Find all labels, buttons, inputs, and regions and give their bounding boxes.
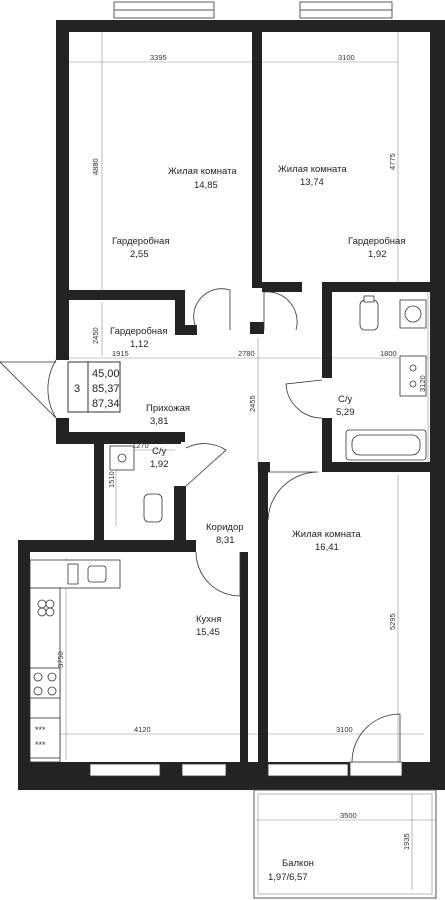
dim-1800: 1800 (380, 349, 397, 358)
windows (89, 1, 403, 777)
dim-4880: 4880 (91, 158, 100, 175)
dim-1510: 1510 (107, 471, 116, 488)
room-area-living2: 13,74 (300, 177, 324, 188)
room-name-wardrobe3: Гардеробная (110, 326, 167, 337)
bathtub-icon (345, 429, 427, 461)
room-area-wardrobe2: 1,92 (368, 249, 387, 260)
small-sink-icon (109, 445, 135, 471)
room-area-kitchen: 15,45 (196, 627, 220, 638)
svg-text:***: *** (35, 725, 46, 735)
dim-3500: 3500 (340, 811, 357, 820)
window-5 (267, 763, 349, 777)
room-name-wardrobe2: Гардеробная (348, 236, 405, 247)
summary-box: 3 45,00 85,37 87,34 (67, 361, 121, 413)
walls (18, 20, 445, 790)
balcony-outline (253, 789, 437, 899)
sink-icon (399, 355, 427, 397)
room-name-living3: Жилая комната (292, 529, 361, 540)
room-area-wardrobe3: 1,12 (130, 339, 149, 350)
dim-2450: 2450 (91, 327, 100, 344)
washing-machine-icon (399, 299, 427, 329)
living-area: 45,00 (92, 368, 120, 380)
dim-2455: 2455 (248, 395, 257, 412)
room-name-bath1: С/у (338, 394, 353, 405)
room-name-corridor: Коридор (206, 522, 244, 533)
room-name-wardrobe1: Гардеробная (112, 236, 169, 247)
toilet-icon (359, 295, 379, 331)
room-name-balcony: Балкон (282, 858, 314, 869)
dim-4775: 4775 (388, 153, 397, 170)
room-area-balcony: 1,97/6,57 (268, 872, 308, 883)
room-area-living1: 14,85 (194, 180, 218, 191)
room-name-living1: Жилая комната (168, 166, 237, 177)
room-name-kitchen: Кухня (196, 614, 221, 625)
dim-2780: 2780 (238, 349, 255, 358)
kitchen-washer-icon (37, 599, 55, 617)
fridge-icon: *** *** (29, 717, 61, 759)
window-4 (181, 763, 227, 777)
dimension-labels: 3395 3100 4880 4775 2450 1915 2780 1800 … (56, 53, 427, 850)
room-name-bath2: С/у (152, 446, 167, 457)
dim-5295: 5295 (388, 613, 397, 630)
dim-3395: 3395 (150, 53, 167, 62)
total-area: 85,37 (92, 383, 120, 395)
doors (0, 288, 401, 763)
room-name-hall: Прихожая (146, 403, 190, 414)
svg-text:***: *** (35, 740, 46, 750)
room-area-bath1: 5,29 (336, 407, 355, 418)
dim-4120: 4120 (134, 725, 151, 734)
room-name-living2: Жилая комната (278, 164, 347, 175)
total-with-balcony: 87,34 (92, 398, 120, 410)
room-area-living3: 16,41 (315, 542, 339, 553)
room-labels: Жилая комната 14,85 Жилая комната 13,74 … (110, 164, 405, 883)
dim-3750: 3750 (56, 651, 65, 668)
dim-1915: 1915 (112, 349, 129, 358)
window-3 (89, 763, 161, 777)
room-area-wardrobe1: 2,55 (130, 249, 149, 260)
kitchen-sink-icon (29, 559, 121, 589)
rooms-count: 3 (74, 383, 80, 395)
room-area-bath2: 1,92 (150, 459, 169, 470)
dim-3100-top: 3100 (338, 53, 355, 62)
room-area-corridor: 8,31 (216, 535, 235, 546)
fixtures: *** *** (29, 295, 427, 763)
dim-3120: 3120 (418, 375, 427, 392)
room-area-hall: 3,81 (150, 416, 169, 427)
dim-1270: 1270 (132, 441, 149, 450)
dim-3100-bottom: 3100 (336, 725, 353, 734)
dim-1935: 1935 (402, 833, 411, 850)
stove-icon (29, 667, 61, 699)
small-toilet-icon (143, 493, 163, 523)
balcony-door (349, 761, 403, 777)
